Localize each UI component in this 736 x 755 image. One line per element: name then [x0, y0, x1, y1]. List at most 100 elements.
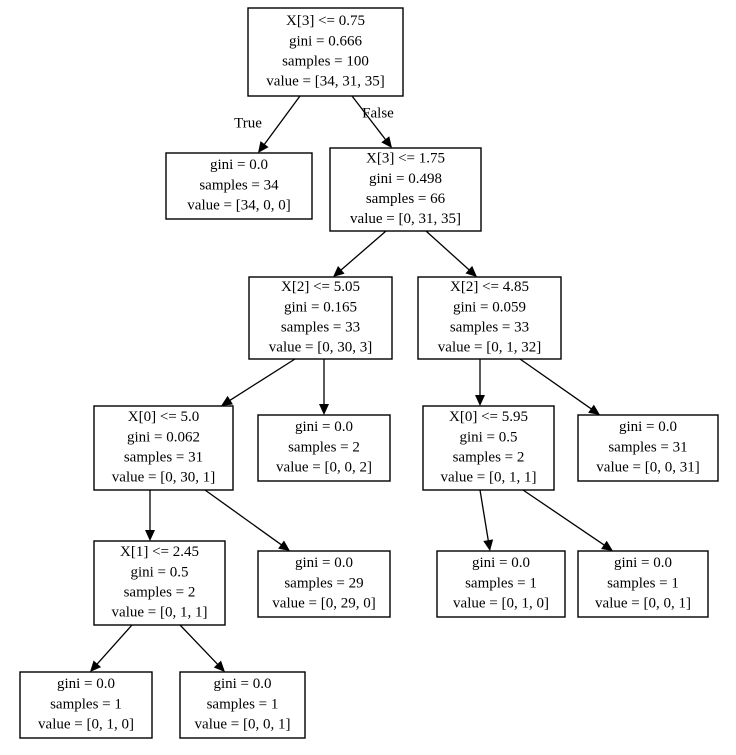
edge-line [479, 489, 490, 542]
tree-edge [204, 489, 290, 551]
node-text-line: samples = 29 [284, 575, 363, 591]
nodes-layer: X[3] <= 0.75 gini = 0.666 samples = 100 val… [19, 7, 719, 739]
node-text-line: gini = 0.0 [210, 157, 268, 173]
node-text-line: gini = 0.0 [295, 555, 353, 571]
node-text-line: value = [0, 30, 1] [112, 470, 215, 486]
node-text-line: value = [0, 1, 0] [453, 596, 549, 612]
tree-edge [90, 624, 133, 672]
tree-edge [179, 624, 225, 672]
node-text-line: value = [0, 0, 1] [595, 596, 691, 612]
edge-line [522, 489, 606, 547]
node-text-line: X[3] <= 0.75 [286, 13, 365, 29]
node-box[interactable] [257, 550, 391, 618]
edge-arrowhead [221, 395, 233, 406]
node-text-line: samples = 34 [199, 177, 279, 193]
tree-edge: False [351, 95, 394, 148]
node-box[interactable] [179, 671, 306, 739]
edge-arrowhead [258, 141, 269, 153]
node-text-line: gini = 0.0 [57, 676, 115, 692]
node-text-line: samples = 2 [288, 439, 360, 455]
node-box[interactable] [247, 7, 404, 97]
tree-leaf-node[interactable]: gini = 0.0 samples = 1 value = [0, 1, 0] [436, 550, 566, 618]
node-text-line: samples = 31 [124, 450, 203, 466]
tree-decision-node[interactable]: X[0] <= 5.0 gini = 0.062 samples = 31 value… [93, 405, 234, 491]
edge-arrowhead [213, 660, 225, 672]
node-text-line: value = [0, 31, 35] [350, 211, 461, 227]
node-text-line: gini = 0.0 [295, 419, 353, 435]
tree-edge [522, 489, 613, 551]
edge-arrowhead [145, 530, 155, 541]
node-text-line: samples = 2 [124, 585, 196, 601]
node-box[interactable] [436, 550, 566, 618]
node-text-line: gini = 0.0 [472, 555, 530, 571]
node-box[interactable] [248, 276, 393, 360]
node-text-line: gini = 0.062 [127, 429, 200, 445]
node-box[interactable] [422, 405, 555, 491]
node-text-line: samples = 1 [465, 575, 537, 591]
tree-leaf-node[interactable]: gini = 0.0 samples = 29 value = [0, 29, 0] [257, 550, 391, 618]
node-text-line: gini = 0.5 [130, 564, 188, 580]
node-text-line: gini = 0.059 [453, 299, 526, 315]
edge-arrowhead [483, 539, 494, 551]
node-box[interactable] [19, 671, 153, 739]
node-text-line: value = [34, 0, 0] [187, 198, 290, 214]
node-box[interactable] [417, 276, 562, 360]
tree-edge [221, 358, 296, 406]
node-text-line: value = [0, 1, 32] [438, 340, 541, 356]
edge-line [95, 624, 133, 666]
edge-line [519, 358, 593, 411]
node-text-line: samples = 1 [607, 575, 679, 591]
node-text-line: value = [0, 0, 31] [596, 460, 699, 476]
edge-line [339, 230, 387, 272]
edge-line [425, 230, 471, 272]
node-text-line: value = [0, 29, 0] [272, 596, 375, 612]
edge-arrowhead [381, 136, 392, 148]
node-text-line: samples = 66 [366, 191, 446, 207]
node-box[interactable] [577, 550, 709, 618]
edge-label-true: True [234, 115, 262, 131]
node-box[interactable] [577, 414, 719, 482]
edge-arrowhead [601, 540, 613, 551]
edge-label-false: False [362, 105, 394, 121]
edge-line [204, 489, 283, 546]
node-text-line: gini = 0.0 [213, 676, 271, 692]
edge-arrowhead [588, 404, 600, 415]
tree-edge [319, 359, 329, 415]
node-text-line: value = [0, 1, 0] [38, 717, 134, 733]
edge-line [263, 95, 301, 146]
edge-line [228, 358, 296, 402]
node-text-line: X[0] <= 5.95 [449, 409, 528, 425]
edge-arrowhead [465, 265, 477, 277]
node-text-line: samples = 100 [282, 54, 369, 70]
node-text-line: samples = 33 [450, 320, 529, 336]
node-box[interactable] [93, 540, 226, 626]
tree-edge [425, 230, 477, 277]
node-text-line: samples = 2 [453, 450, 525, 466]
node-text-line: samples = 1 [207, 696, 279, 712]
node-text-line: gini = 0.666 [289, 33, 363, 49]
node-box[interactable] [93, 405, 234, 491]
edge-arrowhead [90, 660, 102, 672]
node-text-line: X[0] <= 5.0 [128, 409, 200, 425]
node-text-line: samples = 31 [608, 439, 687, 455]
edge-line [179, 624, 219, 666]
node-box[interactable] [257, 414, 391, 482]
node-text-line: samples = 1 [50, 696, 122, 712]
tree-leaf-node[interactable]: gini = 0.0 samples = 1 value = [0, 1, 0] [19, 671, 153, 739]
node-box[interactable] [165, 152, 313, 220]
edges-layer: True False [90, 95, 613, 672]
node-box[interactable] [329, 147, 482, 232]
tree-leaf-node[interactable]: gini = 0.0 samples = 34 value = [34, 0, 0] [165, 152, 313, 220]
node-text-line: gini = 0.5 [459, 429, 517, 445]
